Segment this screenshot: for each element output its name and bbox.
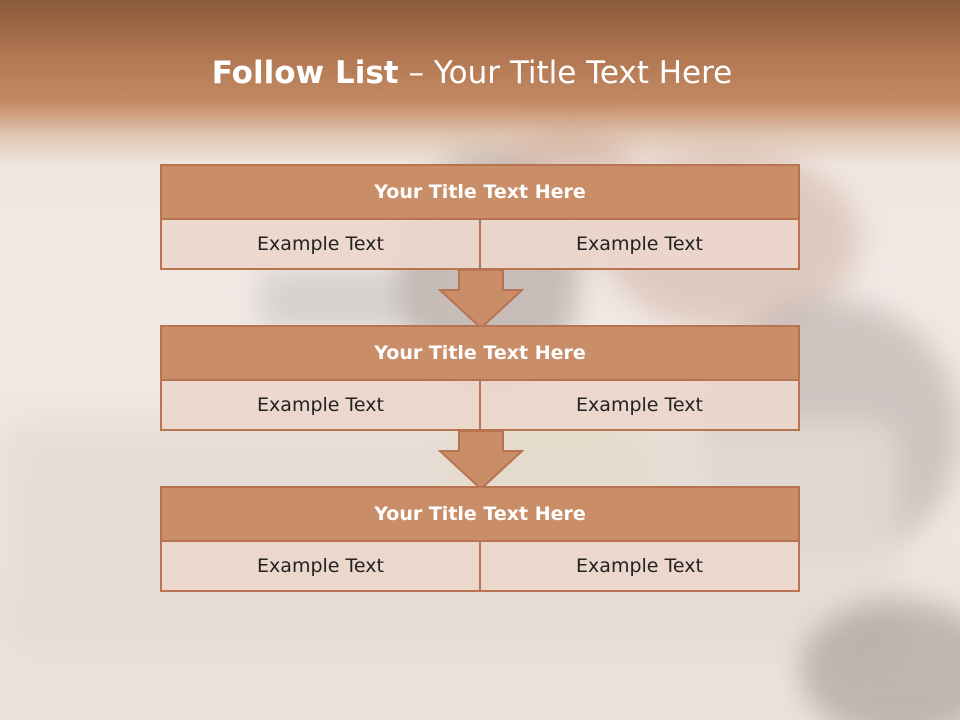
block-row: Example Text Example Text (160, 220, 800, 270)
block-title: Your Title Text Here (160, 164, 800, 220)
down-arrow-icon (438, 270, 524, 330)
slide-title-rest: – Your Title Text Here (398, 55, 733, 91)
follow-block-2: Your Title Text Here Example Text Exampl… (160, 325, 800, 431)
block-title: Your Title Text Here (160, 486, 800, 542)
block-cell-right: Example Text (481, 381, 800, 431)
block-row: Example Text Example Text (160, 381, 800, 431)
block-cell-left: Example Text (160, 220, 481, 270)
header-band (0, 0, 960, 165)
block-cell-right: Example Text (481, 542, 800, 592)
block-cell-left: Example Text (160, 542, 481, 592)
slide-title: Follow List – Your Title Text Here (0, 55, 944, 91)
slide-title-bold: Follow List (211, 55, 399, 91)
follow-block-3: Your Title Text Here Example Text Exampl… (160, 486, 800, 592)
block-title: Your Title Text Here (160, 325, 800, 381)
block-row: Example Text Example Text (160, 542, 800, 592)
block-cell-right: Example Text (481, 220, 800, 270)
down-arrow-icon (438, 431, 524, 491)
photo-blur-shape (260, 270, 420, 330)
block-cell-left: Example Text (160, 381, 481, 431)
follow-block-1: Your Title Text Here Example Text Exampl… (160, 164, 800, 270)
